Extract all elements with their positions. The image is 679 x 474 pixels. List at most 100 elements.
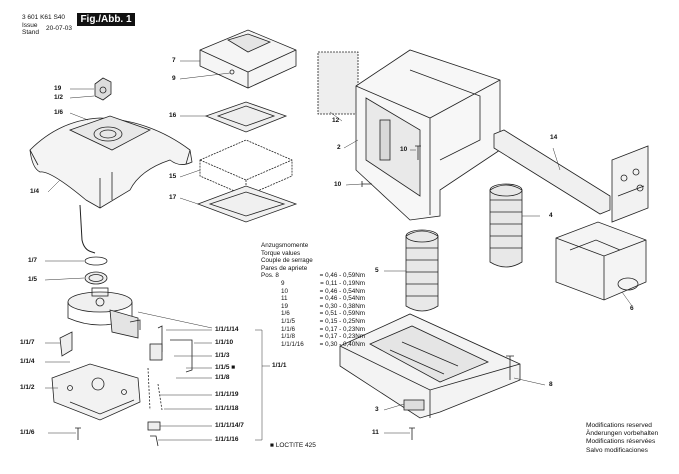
torque-pos: 1/1/5 <box>281 317 296 325</box>
label-9: 9 <box>172 75 176 82</box>
label-5: 5 <box>375 267 379 274</box>
torque-pos: 10 <box>281 287 289 295</box>
figure-badge: Fig./Abb. 1 <box>77 13 135 26</box>
torque-row: 1/1/6= 0,17 - 0,23Nm <box>261 326 365 334</box>
part-17-window <box>196 185 298 223</box>
part-16-frame <box>204 101 288 133</box>
torque-row: 1/6= 0,51 - 0,59Nm <box>261 310 365 318</box>
torque-row: 19 = 0,30 - 0,38Nm <box>261 303 365 311</box>
torque-pos: 1/1/8 <box>281 333 296 341</box>
label-15: 15 <box>169 173 177 180</box>
label-1-5: 1/5 <box>28 276 38 283</box>
label-1-4: 1/4 <box>30 188 40 195</box>
label-11: 11 <box>372 429 379 436</box>
label-1-1-8: 1/1/8 <box>215 374 230 381</box>
part-1-5-ring <box>84 271 108 285</box>
label-1-1-2: 1/1/2 <box>20 384 35 391</box>
note-de: Änderungen vorbehalten <box>586 430 659 438</box>
label-1-6: 1/6 <box>54 109 64 116</box>
torque-table: Anzugsmomente Torque values Couple de se… <box>261 242 365 348</box>
part-1-7-ring <box>84 256 108 266</box>
part-2-housing <box>355 49 501 221</box>
label-19: 19 <box>54 85 62 92</box>
torque-row: Pos. 8 = 0,46 - 0,59Nm <box>261 272 365 280</box>
torque-pos: 9 <box>281 279 285 287</box>
part-1-4-base <box>29 115 193 209</box>
label-1-1-1: 1/1/1 <box>272 362 287 369</box>
part-number: 3 601 K61 S40 <box>22 14 66 21</box>
issue-label: Issue <box>22 22 38 29</box>
torque-value: = 0,15 - 0,25Nm <box>319 317 365 325</box>
torque-pos: 11 <box>281 295 288 303</box>
torque-value: = 0,46 - 0,54Nm <box>319 287 365 295</box>
torque-row: 11 = 0,46 - 0,54Nm <box>261 295 365 303</box>
part-3-base <box>339 313 521 419</box>
label-1-1-1-14-7: 1/1/1/14/7 <box>215 422 244 429</box>
torque-row: 10 = 0,46 - 0,54Nm <box>261 288 365 296</box>
label-17: 17 <box>169 194 177 201</box>
label-1-1-3: 1/1/3 <box>215 352 230 359</box>
modifications-note: Modifications reserved Änderungen vorbeh… <box>586 422 658 455</box>
part-14-strip <box>493 129 611 215</box>
label-10-lower: 10 <box>334 181 342 188</box>
label-1-1-4: 1/1/4 <box>20 358 35 365</box>
label-2: 2 <box>337 144 341 151</box>
part-7-top-cap <box>199 29 297 89</box>
torque-title-en: Torque values <box>261 249 301 257</box>
stand-label: Stand <box>22 29 39 36</box>
torque-value: = 0,46 - 0,59Nm <box>319 272 365 280</box>
label-16: 16 <box>169 112 177 119</box>
part-1-1-2-plate <box>51 363 141 421</box>
torque-title-de: Anzugsmomente <box>261 242 309 249</box>
part-4-tube <box>489 183 523 268</box>
part-1-1-7-bracket <box>59 331 73 357</box>
torque-row: 9 = 0,11 - 0,19Nm <box>261 280 365 288</box>
label-3: 3 <box>375 406 379 413</box>
torque-row: 1/1/1/16 = 0,30 - 0,40Nm <box>261 341 365 349</box>
issue-date: 20-07-03 <box>46 25 73 32</box>
label-1-1-7: 1/1/7 <box>20 339 35 346</box>
note-es: Salvo modificaciones <box>586 446 648 454</box>
label-4: 4 <box>549 212 553 219</box>
part-14-panel <box>611 145 649 223</box>
label-6: 6 <box>630 305 634 312</box>
torque-value: = 0,46 - 0,54Nm <box>319 295 365 303</box>
torque-value: = 0,17 - 0,23Nm <box>319 333 365 341</box>
label-1-1-1-16: 1/1/1/16 <box>215 436 239 443</box>
label-1-1-1-14: 1/1/1/14 <box>215 326 239 333</box>
torque-pos: 1/6 <box>281 310 290 318</box>
label-1-1-5: 1/1/5 ■ <box>215 364 236 371</box>
label-1-1-1-19: 1/1/1/19 <box>215 391 239 398</box>
label-10-upper: 10 <box>400 146 408 153</box>
label-14: 14 <box>550 134 558 141</box>
part-12-sheet <box>317 51 359 115</box>
note-fr: Modifications réservées <box>586 438 656 446</box>
part-10-screw-a <box>415 145 421 160</box>
label-1-1-6: 1/1/6 <box>20 429 35 436</box>
label-1-2: 1/2 <box>54 94 64 101</box>
label-8: 8 <box>549 381 553 388</box>
torque-row: 1/1/5 = 0,15 - 0,25Nm <box>261 318 365 326</box>
loctite-legend: ■ LOCTITE 425 <box>270 442 316 449</box>
part-5-tube <box>405 229 439 312</box>
torque-value: = 0,30 - 0,38Nm <box>319 302 365 310</box>
part-19-cap <box>94 77 112 101</box>
torque-pos: 19 <box>281 302 289 310</box>
part-1-1-1-14 <box>157 325 163 352</box>
part-8-screw <box>506 355 514 380</box>
torque-value: = 0,11 - 0,19Nm <box>320 279 365 287</box>
part-1-1-6-screw <box>75 427 81 440</box>
torque-pos: 1/1/6 <box>281 325 296 333</box>
label-1-7: 1/7 <box>28 257 38 264</box>
torque-row: 1/1/8 = 0,17 - 0,23Nm <box>261 333 365 341</box>
label-1-1-10: 1/1/10 <box>215 339 234 346</box>
part-11-screw <box>409 427 415 440</box>
part-1-1-4-assembly <box>67 287 141 339</box>
torque-pos: 1/1/1/16 <box>281 340 304 348</box>
label-7: 7 <box>172 57 176 64</box>
label-1-1-1-18: 1/1/1/18 <box>215 405 239 412</box>
torque-value: = 0,30 - 0,40Nm <box>319 340 365 348</box>
torque-title-fr: Couple de serrage <box>261 257 313 265</box>
torque-pos: Pos. 8 <box>261 272 279 280</box>
